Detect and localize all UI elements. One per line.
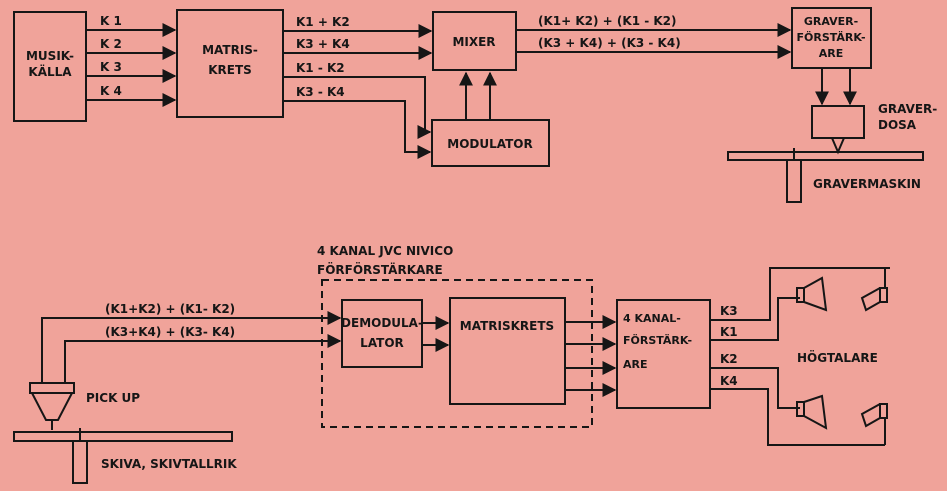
turntable-platter bbox=[14, 432, 232, 441]
amp-label-2: FÖRSTÄRK- bbox=[623, 333, 692, 347]
cutting-platter bbox=[728, 152, 923, 160]
music-source-label-1: MUSIK- bbox=[26, 49, 74, 63]
matrix-circuit-2-box bbox=[450, 298, 565, 404]
amp-label-1: 4 KANAL- bbox=[623, 312, 681, 325]
matrix-out-k3k4-label: K3 + K4 bbox=[296, 37, 350, 51]
mixer-out-1-label: (K1+ K2) + (K1 - K2) bbox=[538, 14, 677, 28]
turntable-label: SKIVA, SKIVTALLRIK bbox=[101, 457, 237, 471]
channel-k2-label: K 2 bbox=[100, 37, 122, 51]
pickup-label: PICK UP bbox=[86, 391, 140, 405]
matrix-circuit-label-2: KRETS bbox=[208, 63, 252, 77]
matrix-out-k3-k4-label: K3 - K4 bbox=[296, 85, 345, 99]
cutter-head-label-1: GRAVER- bbox=[878, 102, 937, 116]
speaker-front-right-icon bbox=[862, 268, 887, 310]
channel-k3-label: K 3 bbox=[100, 60, 122, 74]
mixer-out-2-label: (K3 + K4) + (K3 - K4) bbox=[538, 36, 681, 50]
pickup-signal-1-label: (K1+K2) + (K1- K2) bbox=[105, 302, 235, 316]
speaker-rear-left-icon bbox=[797, 396, 826, 428]
demodulator-label-2: LATOR bbox=[360, 336, 404, 350]
preamp-title-2: FÖRFÖRSTÄRKARE bbox=[317, 262, 443, 277]
speaker-front-left-icon bbox=[797, 278, 826, 310]
cutting-spindle bbox=[787, 160, 801, 202]
turntable-spindle bbox=[73, 441, 87, 483]
matrix-circuit-2-label: MATRISKRETS bbox=[460, 319, 554, 333]
music-source-label-2: KÄLLA bbox=[28, 64, 72, 79]
mixer-label: MIXER bbox=[452, 35, 495, 49]
matrix-out-k1-k2-label: K1 - K2 bbox=[296, 61, 345, 75]
matrix-circuit-label-1: MATRIS- bbox=[202, 43, 258, 57]
speaker-rear-right-icon bbox=[862, 404, 887, 445]
matrix-out-k1k2-label: K1 + K2 bbox=[296, 15, 350, 29]
pickup-signal-2-line bbox=[65, 341, 340, 383]
modulator-label: MODULATOR bbox=[447, 137, 532, 151]
speakers-label: HÖGTALARE bbox=[797, 350, 878, 365]
amp-out-k2-label: K2 bbox=[720, 352, 738, 366]
cutter-stylus bbox=[832, 138, 844, 152]
cutter-head-label-2: DOSA bbox=[878, 118, 917, 132]
pickup-cartridge-icon bbox=[30, 383, 74, 430]
channel-k4-label: K 4 bbox=[100, 84, 122, 98]
cutter-amp-label-2: FÖRSTÄRK- bbox=[796, 30, 865, 44]
cutter-head-box bbox=[812, 106, 864, 138]
cutter-amp-label-3: ARE bbox=[819, 47, 844, 60]
demodulator-label-1: DEMODULA- bbox=[341, 316, 423, 330]
amp-out-k4-label: K4 bbox=[720, 374, 738, 388]
amp-out-k1-label: K1 bbox=[720, 325, 738, 339]
cutting-machine-label: GRAVERMASKIN bbox=[813, 177, 921, 191]
cutter-amp-label-1: GRAVER- bbox=[804, 15, 858, 28]
amp-out-k3-label: K3 bbox=[720, 304, 738, 318]
amp-label-3: ARE bbox=[623, 358, 648, 371]
demodulator-box bbox=[342, 300, 422, 367]
channel-k1-label: K 1 bbox=[100, 14, 122, 28]
matrix-out-k3-k4-line bbox=[283, 101, 430, 152]
preamp-title-1: 4 KANAL JVC NIVICO bbox=[317, 244, 453, 258]
pickup-signal-2-label: (K3+K4) + (K3- K4) bbox=[105, 325, 235, 339]
